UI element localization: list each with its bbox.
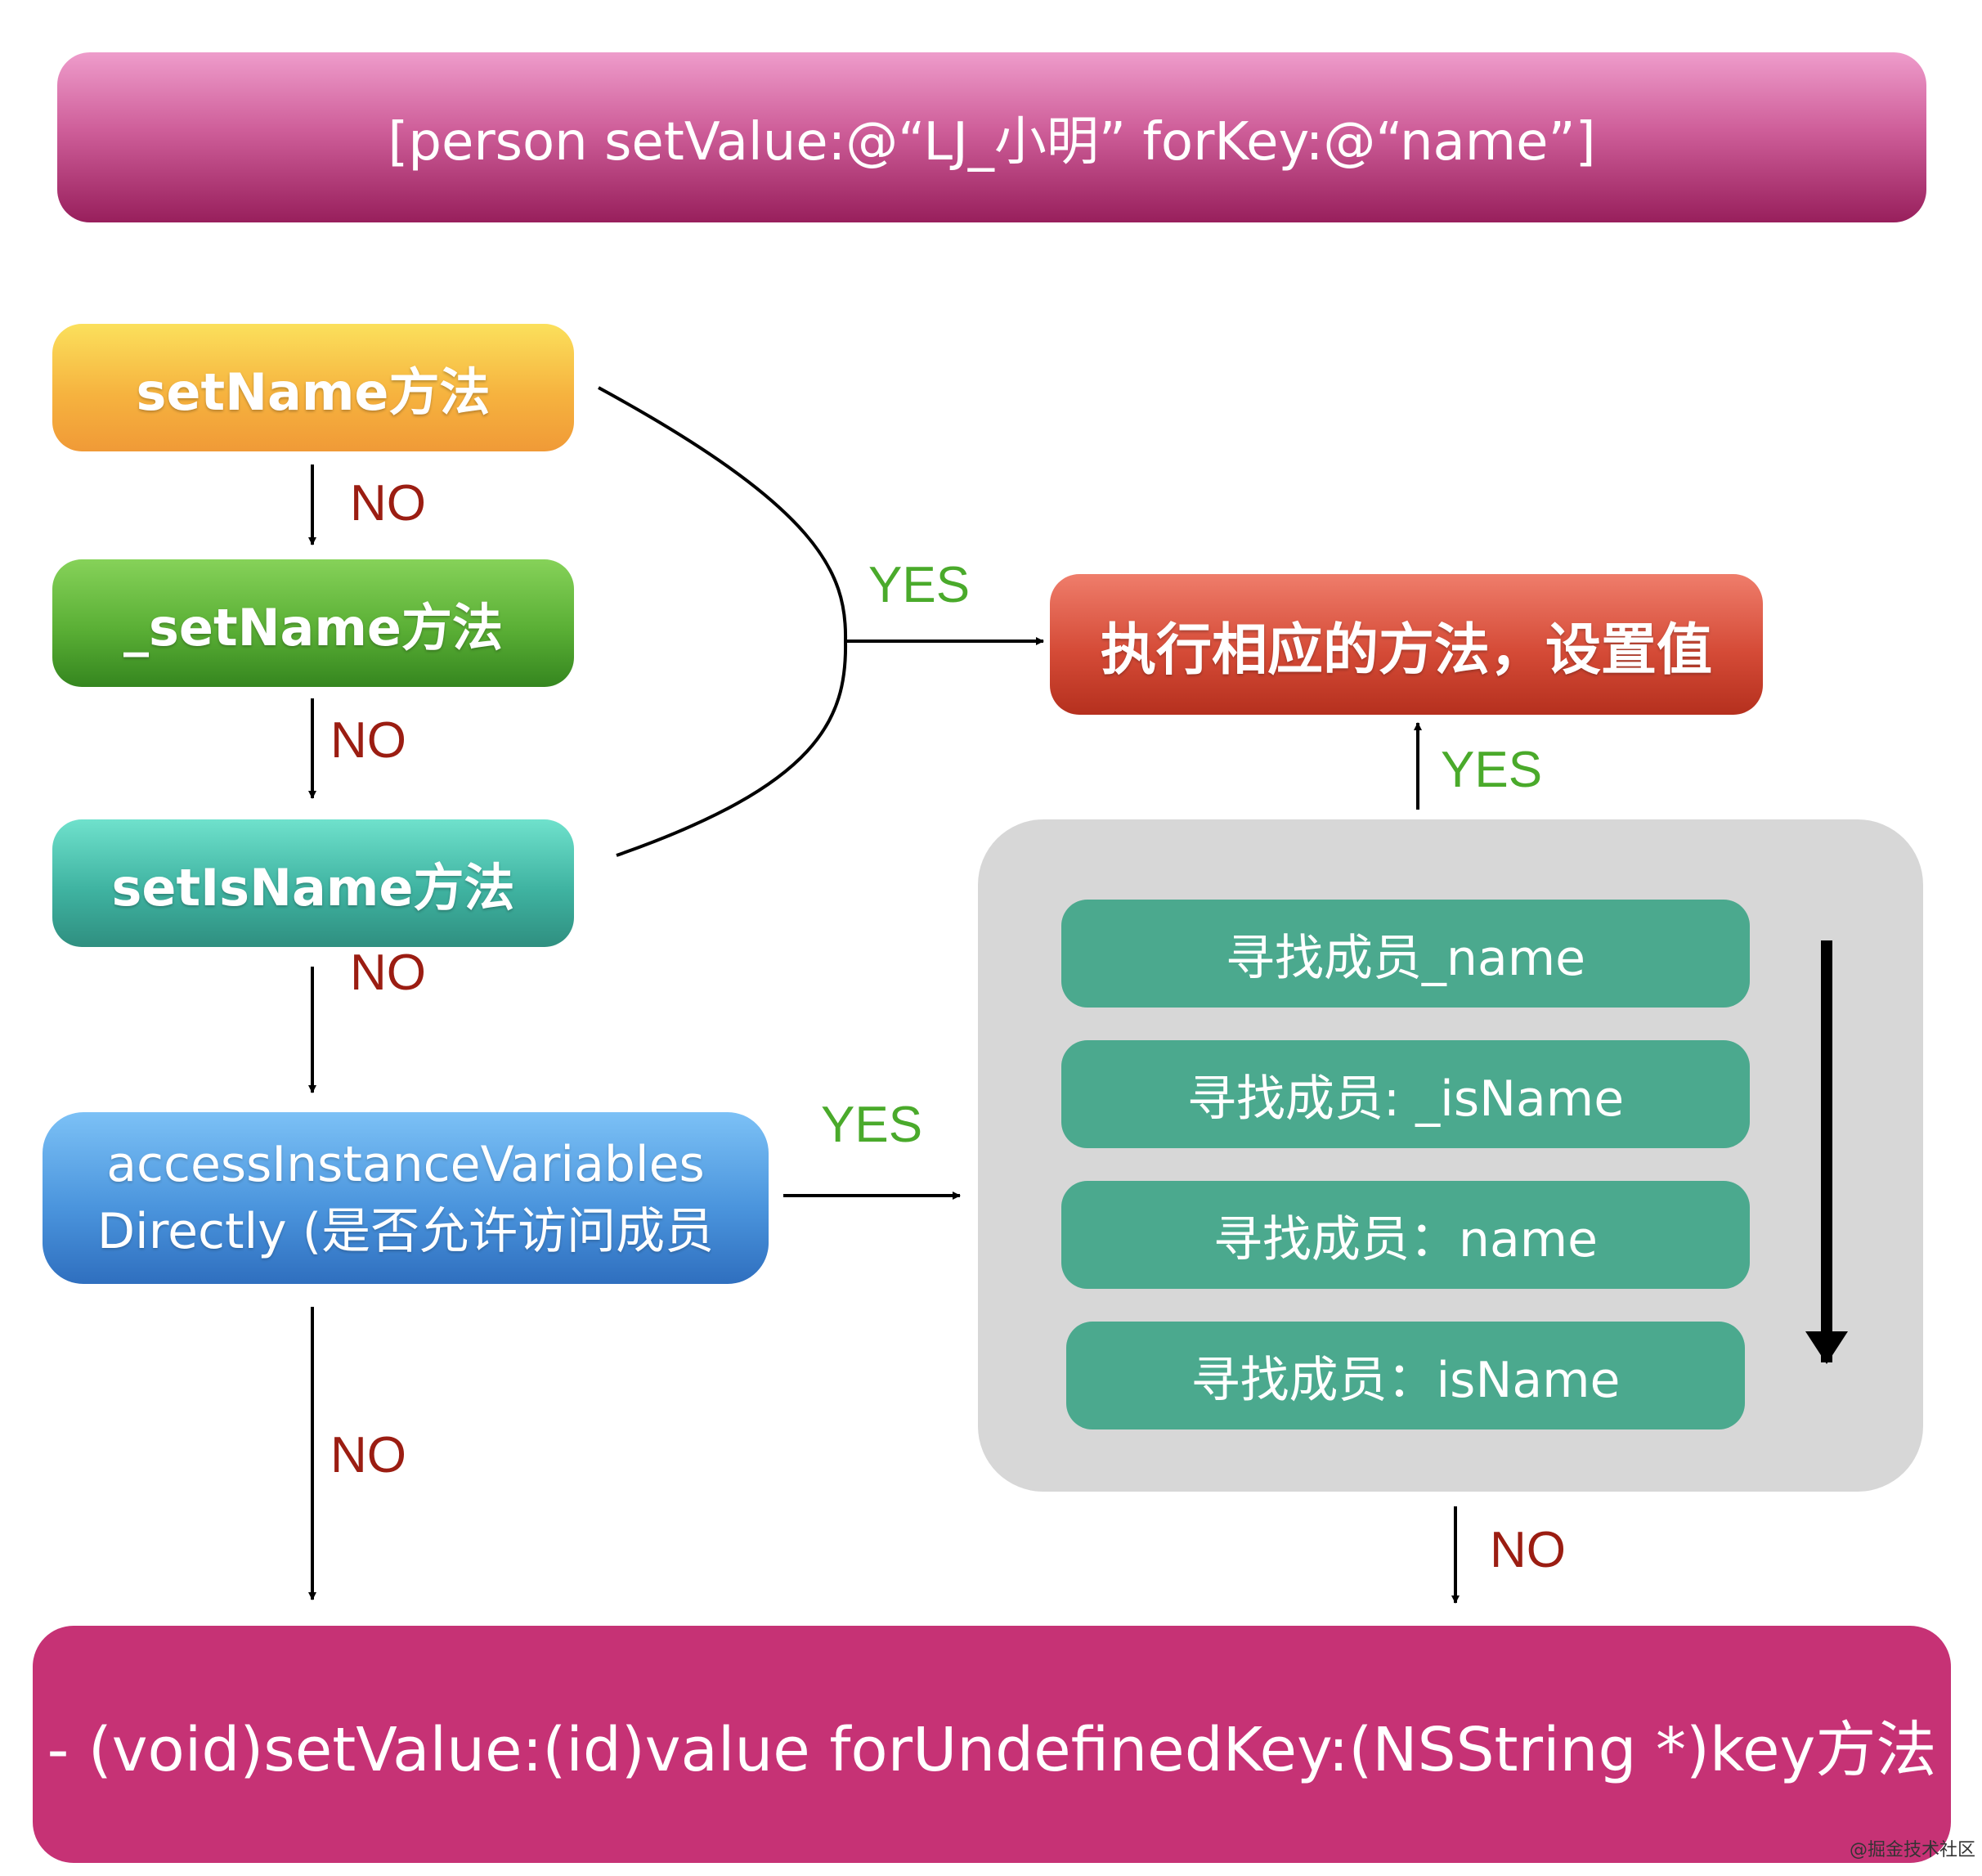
set-is-name-label: setIsName方法 <box>111 858 515 918</box>
access-instance-variables-step: accessInstanceVariables Directly (是否允许访问… <box>43 1112 769 1284</box>
member-label: 寻找成员_name <box>1225 929 1586 987</box>
access-line-2: Directly (是否允许访问成员 <box>96 1203 715 1260</box>
yes-label-3: YES <box>821 1097 923 1153</box>
search-member-is-name: 寻找成员：isName <box>1066 1322 1745 1429</box>
member-label: 寻找成员：isName <box>1191 1351 1621 1409</box>
title-text: [person setValue:@“LJ_小明” forKey:@“name”… <box>388 112 1596 173</box>
search-member-name: 寻找成员：name <box>1061 1181 1750 1289</box>
execute-method-box: 执行相应的方法，设置值 <box>1050 574 1763 715</box>
access-line-1: accessInstanceVariables <box>106 1136 705 1193</box>
member-label: 寻找成员：name <box>1213 1210 1599 1268</box>
underscore-set-name-label: _setName方法 <box>123 598 503 657</box>
search-member-underscore-name: 寻找成员_name <box>1061 900 1750 1008</box>
undefined-key-label: - (void)setValue:(id)value forUndefinedK… <box>47 1714 1937 1785</box>
member-label: 寻找成员: _isName <box>1186 1070 1625 1128</box>
no-label-5: NO <box>1490 1522 1566 1578</box>
no-label-1: NO <box>350 475 426 532</box>
set-is-name-step: setIsName方法 <box>52 819 574 947</box>
yes-label-1: YES <box>868 557 971 613</box>
set-name-step: setName方法 <box>52 324 574 451</box>
no-label-3: NO <box>350 945 426 1001</box>
set-name-label: setName方法 <box>136 362 491 422</box>
undefined-key-fallback-bar: - (void)setValue:(id)value forUndefinedK… <box>33 1626 1951 1863</box>
search-member-underscore-is-name: 寻找成员: _isName <box>1061 1040 1750 1148</box>
underscore-set-name-step: _setName方法 <box>52 559 574 687</box>
no-label-4: NO <box>330 1427 406 1483</box>
title-bar: [person setValue:@“LJ_小明” forKey:@“name”… <box>57 52 1926 222</box>
watermark: @掘金技术社区 <box>1849 1840 1975 1860</box>
no-label-2: NO <box>330 712 406 769</box>
yes-label-2: YES <box>1441 742 1543 798</box>
execute-label: 执行相应的方法，设置值 <box>1100 617 1712 683</box>
yes-curve <box>598 386 848 857</box>
